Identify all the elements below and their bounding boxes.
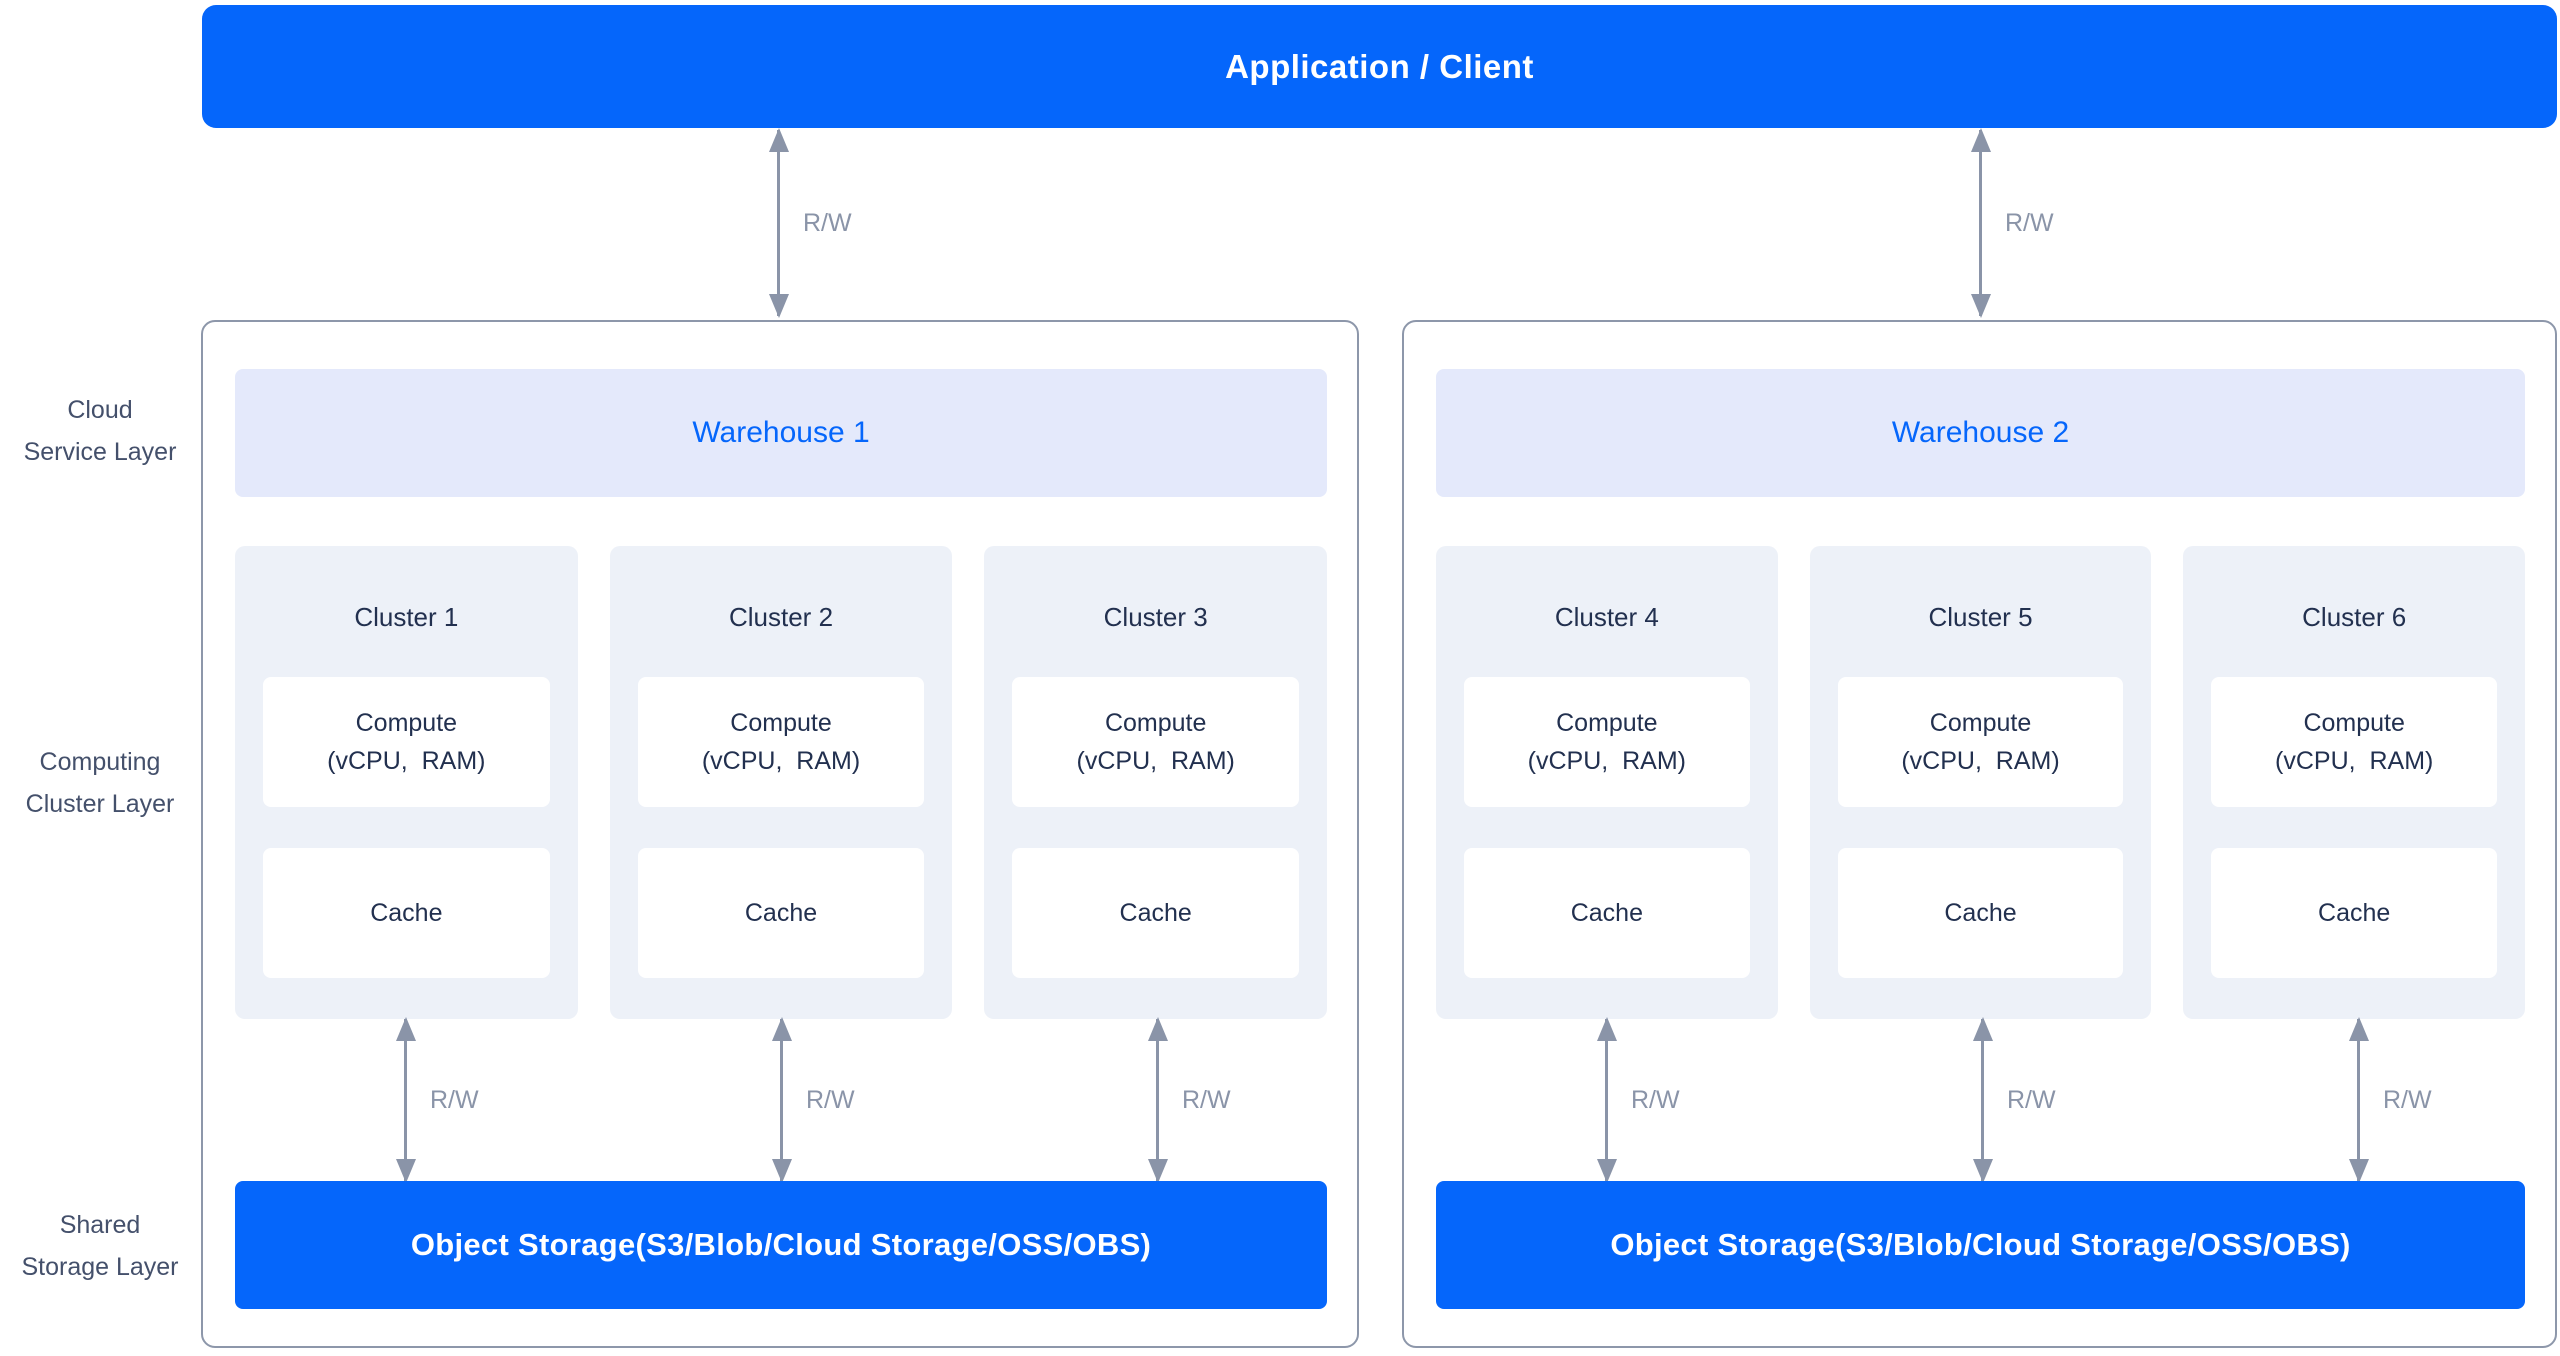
rw-label: R/W [2383,1086,2432,1114]
warehouse-2-container: Warehouse 2 Cluster 4 Compute (vCPU, RAM… [1402,320,2557,1348]
object-storage-bar: Object Storage(S3/Blob/Cloud Storage/OSS… [235,1181,1327,1309]
compute-label-line2: (vCPU, RAM) [1527,747,1686,775]
layer-label-shared-storage: Shared Storage Layer [5,1204,195,1288]
layer-label-cloud-service: Cloud Service Layer [5,389,195,473]
compute-label-line1: Compute [730,709,832,737]
layer-label-computing-cluster: Computing Cluster Layer [5,741,195,825]
application-client-banner: Application / Client [202,5,2557,128]
rw-arrow-icon [1981,1019,1984,1181]
object-storage-label: Object Storage(S3/Blob/Cloud Storage/OSS… [410,1227,1152,1262]
cluster-title: Cluster 4 [1554,602,1659,632]
compute-box: Compute (vCPU, RAM) [1012,677,1300,807]
cluster-card-5: Cluster 5 Compute (vCPU, RAM) Cache [1809,546,2152,1019]
rw-arrow-icon [1156,1019,1159,1181]
cache-box: Cache [637,848,925,978]
rw-label: R/W [2007,1086,2056,1114]
cluster-card-4: Cluster 4 Compute (vCPU, RAM) Cache [1436,546,1778,1019]
compute-box: Compute (vCPU, RAM) [263,677,550,807]
compute-box: Compute (vCPU, RAM) [1837,677,2124,807]
cluster-card-3: Cluster 3 Compute (vCPU, RAM) Cache [984,546,1328,1019]
warehouse-2-header: Warehouse 2 [1436,369,2525,497]
compute-label-line2: (vCPU, RAM) [701,747,861,775]
cache-box: Cache [1837,848,2124,978]
layer-label-line: Service Layer [23,438,177,466]
compute-box: Compute (vCPU, RAM) [637,677,925,807]
layer-label-line: Cloud [67,396,133,424]
rw-arrow-icon [2357,1019,2360,1181]
compute-label-line1: Compute [1104,709,1207,737]
cache-box: Cache [2211,848,2498,978]
cluster-row: Cluster 4 Compute (vCPU, RAM) Cache Clus… [1436,546,2526,1019]
layer-label-line: Shared [59,1211,141,1239]
cluster-row: Cluster 1 Compute (vCPU, RAM) Cache Clus… [235,546,1328,1019]
cluster-title: Cluster 1 [354,602,459,632]
compute-box: Compute (vCPU, RAM) [1464,677,1750,807]
cluster-title: Cluster 6 [2302,602,2407,632]
compute-label-line2: (vCPU, RAM) [1901,747,2060,775]
cluster-card-1: Cluster 1 Compute (vCPU, RAM) Cache [235,546,578,1019]
layer-label-line: Computing [39,748,161,776]
warehouse-title: Warehouse 1 [692,416,870,449]
rw-label: R/W [1631,1086,1680,1114]
cluster-title: Cluster 3 [1103,602,1208,632]
rw-label: R/W [803,209,852,237]
compute-label-line2: (vCPU, RAM) [327,747,486,775]
warehouse-1-container: Warehouse 1 Cluster 1 Compute (vCPU, RAM… [201,320,1359,1348]
rw-label: R/W [1182,1086,1231,1114]
cache-box: Cache [1012,848,1300,978]
compute-label-line1: Compute [2303,709,2405,737]
cache-label: Cache [1570,899,1643,927]
cluster-title: Cluster 2 [728,602,834,632]
compute-label-line1: Compute [355,709,458,737]
compute-label-line1: Compute [1929,709,2032,737]
cache-label: Cache [744,899,818,927]
rw-arrow-icon [777,130,780,316]
banner-title: Application / Client [1225,47,1534,85]
cluster-card-6: Cluster 6 Compute (vCPU, RAM) Cache [2183,546,2526,1019]
rw-label: R/W [2005,209,2054,237]
compute-label-line2: (vCPU, RAM) [1076,747,1235,775]
cluster-title: Cluster 5 [1928,602,2033,632]
compute-label-line1: Compute [1556,709,1658,737]
rw-arrow-icon [1979,130,1982,316]
cache-label: Cache [370,899,443,927]
compute-label-line2: (vCPU, RAM) [2275,747,2434,775]
object-storage-bar: Object Storage(S3/Blob/Cloud Storage/OSS… [1436,1181,2525,1309]
object-storage-label: Object Storage(S3/Blob/Cloud Storage/OSS… [1610,1227,2351,1262]
compute-box: Compute (vCPU, RAM) [2211,677,2498,807]
rw-label: R/W [806,1086,855,1114]
warehouse-1-header: Warehouse 1 [235,369,1327,497]
cache-label: Cache [2318,899,2391,927]
layer-label-line: Cluster Layer [25,790,175,818]
layer-label-line: Storage Layer [21,1253,179,1281]
cache-label: Cache [1944,899,2017,927]
cache-box: Cache [1464,848,1750,978]
rw-arrow-icon [780,1019,783,1181]
warehouse-title: Warehouse 2 [1891,416,2070,449]
cluster-card-2: Cluster 2 Compute (vCPU, RAM) Cache [609,546,953,1019]
cache-box: Cache [263,848,550,978]
cache-label: Cache [1119,899,1192,927]
rw-arrow-icon [404,1019,407,1181]
rw-arrow-icon [1605,1019,1608,1181]
rw-label: R/W [430,1086,479,1114]
